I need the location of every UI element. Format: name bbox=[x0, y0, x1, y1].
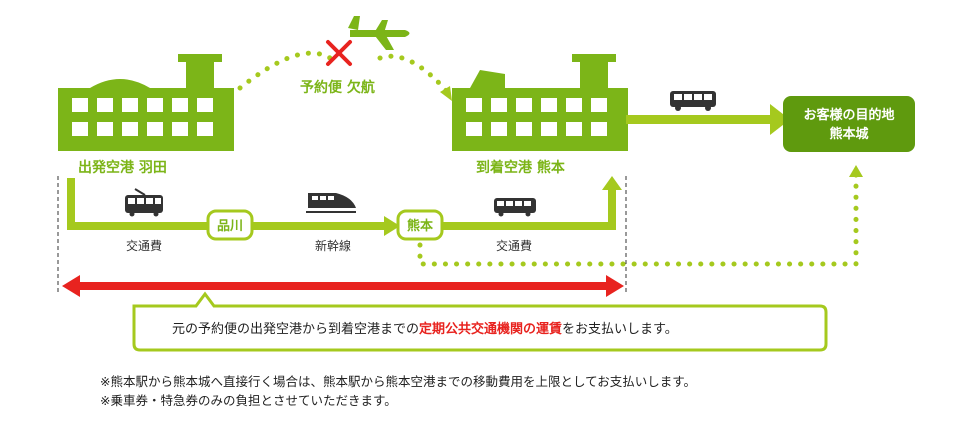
destination-box bbox=[783, 96, 915, 152]
shinkansen-icon bbox=[306, 193, 356, 213]
stop2-label: 熊本 bbox=[407, 218, 433, 234]
stop-badge-kumamoto bbox=[396, 209, 444, 241]
destination-line2: 熊本城 bbox=[829, 126, 868, 142]
note-2: ※乗車券・特急券のみの負担とさせていただきます。 bbox=[100, 393, 397, 408]
direct-route-dotted bbox=[417, 172, 859, 267]
arrow-to-destination bbox=[626, 104, 790, 135]
note-1: ※熊本駅から熊本城へ直接行く場合は、熊本駅から熊本空港までの移動費用を上限として… bbox=[100, 374, 696, 389]
leg3-label: 交通費 bbox=[496, 238, 532, 253]
dest-airport-label: 到着空港 熊本 bbox=[476, 159, 566, 176]
coverage-double-arrow bbox=[62, 275, 624, 297]
train-icon bbox=[125, 188, 163, 217]
callout-before: 元の予約便の出発空港から到着空港までの bbox=[172, 321, 419, 337]
origin-airport-label: 出発空港 羽田 bbox=[78, 159, 167, 176]
callout-box bbox=[132, 291, 828, 352]
dest-airport-icon bbox=[452, 54, 628, 151]
cancel-x-icon bbox=[326, 40, 352, 66]
stop1-label: 品川 bbox=[217, 219, 243, 234]
bus-icon bbox=[670, 91, 716, 111]
cancelled-flight-path bbox=[237, 50, 453, 98]
flight-arrowhead bbox=[440, 86, 452, 101]
leg2-label: 新幹線 bbox=[315, 238, 351, 253]
callout-after: をお支払いします。 bbox=[562, 322, 678, 337]
origin-airport-icon bbox=[58, 54, 234, 151]
airplane-icon bbox=[348, 16, 410, 50]
direct-route-arrowhead bbox=[849, 165, 863, 177]
destination-line1: お客様の目的地 bbox=[803, 107, 894, 123]
leg1-label: 交通費 bbox=[126, 238, 162, 253]
cancelled-flight-label: 予約便 欠航 bbox=[300, 79, 375, 96]
callout-highlight: 定期公共交通機関の運賃 bbox=[418, 321, 562, 337]
callout-text: 元の予約便の出発空港から到着空港までの定期公共交通機関の運賃をお支払いします。 bbox=[172, 321, 678, 337]
bus-icon-ground bbox=[494, 198, 536, 217]
stop-badge-shinagawa bbox=[206, 209, 254, 241]
